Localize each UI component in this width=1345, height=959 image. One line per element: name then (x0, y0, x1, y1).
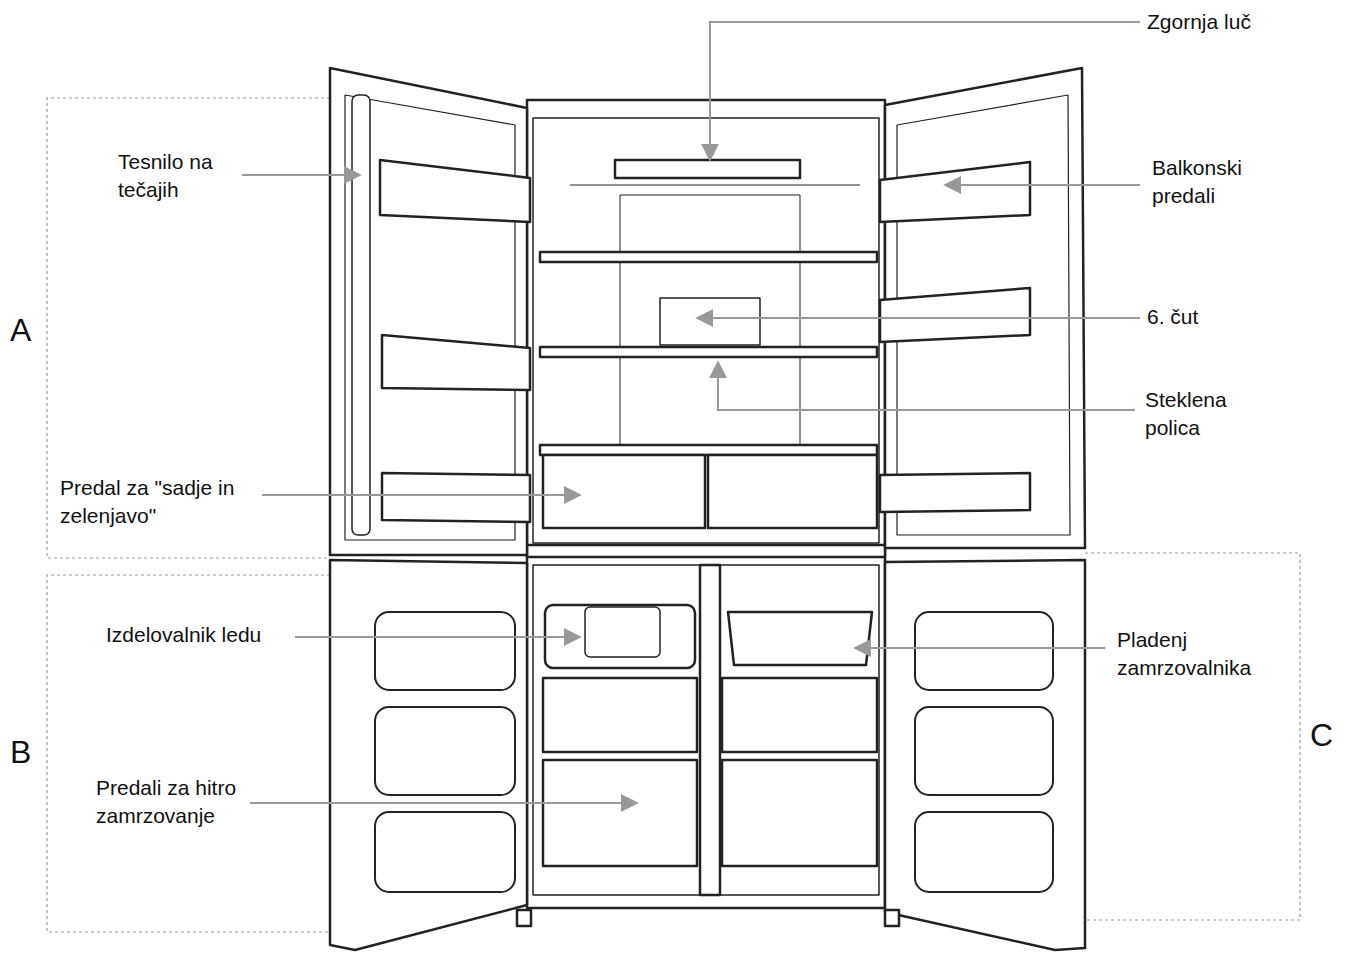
crisper-cover (540, 445, 877, 455)
door-bin (880, 162, 1030, 222)
mullion (527, 545, 885, 557)
glass-shelf (540, 252, 877, 262)
part-label: Predal za "sadje in zelenjavo" (60, 474, 275, 530)
leader-line (242, 174, 360, 176)
door-panel (915, 812, 1053, 892)
part-label: Izdelovalnik ledu (106, 621, 261, 649)
door-bin (382, 335, 530, 390)
leader-line (945, 184, 1140, 186)
leader-line (242, 22, 1140, 803)
part-label: Zgornja luč (1147, 8, 1251, 36)
top-light (615, 160, 800, 178)
bracket-c (1085, 553, 1300, 920)
freezer-tray (728, 612, 872, 665)
right-freezer-door (885, 560, 1085, 950)
bracket-b (47, 575, 330, 932)
section-letter: B (10, 734, 31, 770)
part-label: Balkonski predali (1152, 154, 1272, 210)
freezer-drawer (543, 678, 697, 752)
back-panel (620, 195, 800, 445)
part-label: 6. čut (1147, 303, 1198, 331)
section-bracket (47, 98, 1300, 932)
door-panel (375, 812, 515, 892)
hinge-gasket (352, 95, 370, 535)
foot (517, 910, 531, 926)
leader-line (295, 636, 580, 638)
section-letter: A (10, 312, 31, 348)
part-label: Tesnilo na tečajih (118, 148, 243, 204)
door-bin (880, 473, 1030, 512)
freezer-compartment (533, 565, 879, 895)
door-bin (880, 288, 1030, 342)
ice-maker-head (585, 607, 660, 657)
freezer-divider (700, 565, 720, 895)
fridge-body (330, 68, 1085, 950)
door-bin (380, 160, 530, 222)
part-label: Predali za hitro zamrzovanje (96, 774, 271, 830)
door-panel (375, 707, 515, 795)
bracket-a (47, 98, 330, 558)
door-panel (375, 612, 515, 690)
left-freezer-door (330, 560, 527, 950)
leader-line (855, 647, 1105, 649)
freezer-drawer (543, 760, 697, 866)
freezer-drawer (722, 678, 877, 752)
vent-line (570, 185, 860, 186)
freezer-drawer (722, 760, 877, 866)
part-label: Steklena polica (1145, 386, 1255, 442)
door-panel (915, 612, 1053, 690)
foot (885, 910, 899, 926)
leader-line (718, 362, 1135, 410)
glass-shelf (540, 347, 877, 357)
fridge-compartment (533, 118, 879, 543)
cabinet (527, 100, 885, 908)
crisper-drawer (708, 455, 877, 528)
door-panel (915, 707, 1053, 795)
leader-line (250, 802, 637, 804)
leader-line (697, 317, 1140, 319)
part-label: Pladenj zamrzovalnika (1117, 626, 1267, 682)
leader-line (710, 22, 1140, 160)
crisper-drawer (543, 455, 705, 528)
leader-line (262, 494, 580, 496)
section-letter: C (1310, 717, 1333, 753)
door-bin (382, 473, 530, 522)
sensor-box (660, 298, 760, 345)
